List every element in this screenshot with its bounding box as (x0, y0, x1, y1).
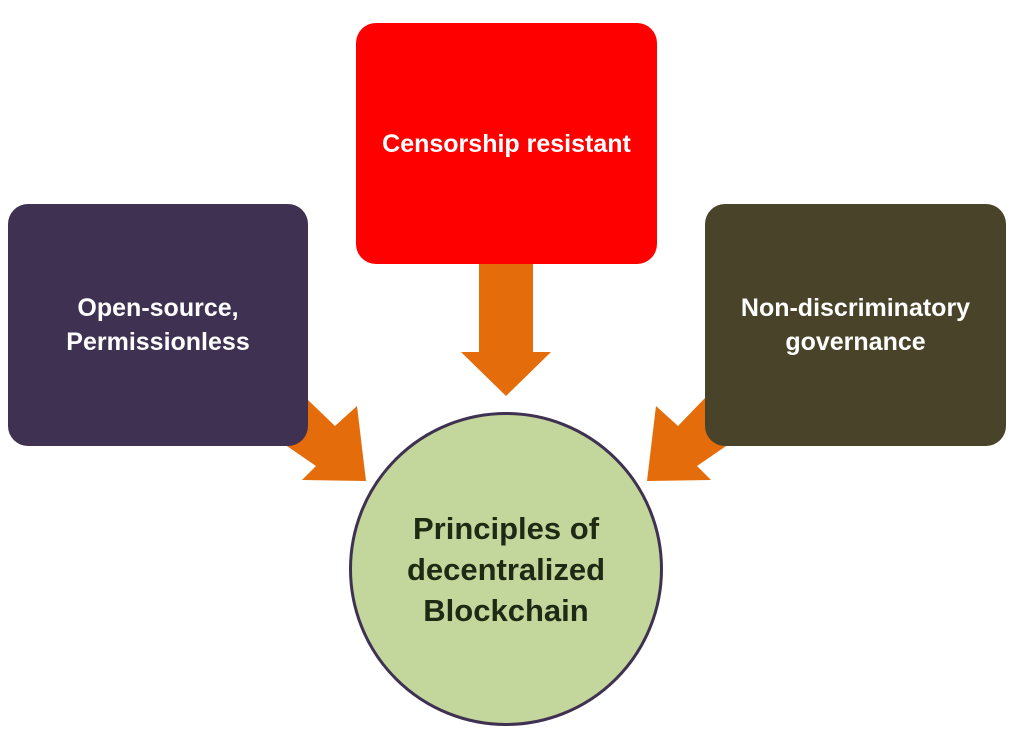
arrow-right-to-center (647, 398, 729, 481)
arrow-left-to-center (284, 400, 366, 481)
node-open-source-permissionless-label: Open-source, Permissionless (66, 294, 250, 356)
node-censorship-resistant: Censorship resistant (356, 23, 657, 264)
node-non-discriminatory-governance: Non-discriminatory governance (705, 204, 1006, 446)
arrow-top-to-center (461, 262, 551, 396)
node-open-source-permissionless: Open-source, Permissionless (8, 204, 308, 446)
center-node-principles: Principles of decentralized Blockchain (349, 412, 663, 726)
node-non-discriminatory-governance-label: Non-discriminatory governance (740, 294, 971, 356)
center-node-label: Principles of decentralized Blockchain (406, 510, 606, 628)
node-censorship-resistant-label: Censorship resistant (382, 129, 631, 158)
